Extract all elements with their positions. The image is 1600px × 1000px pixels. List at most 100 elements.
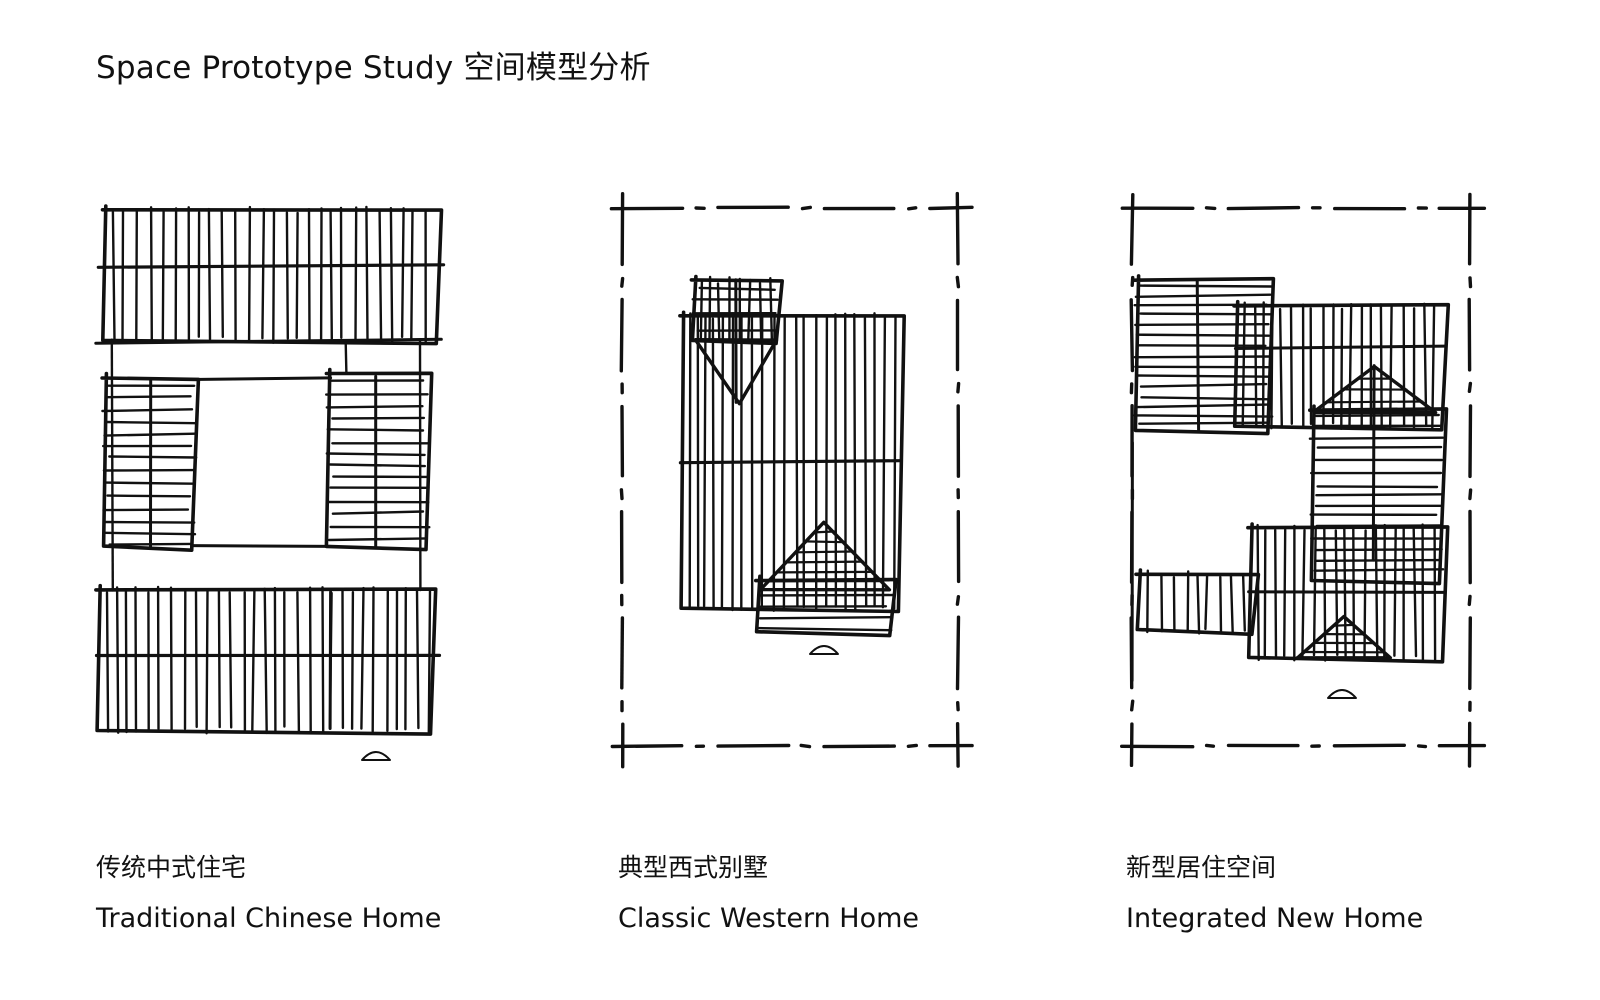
villa-plan-icon: [600, 180, 1020, 800]
roof-hatch: [698, 286, 776, 292]
sketch-stroke: [1247, 590, 1446, 594]
roof-hatch: [1146, 569, 1149, 634]
roof-hatch: [124, 589, 128, 734]
site-boundary-dash: [955, 615, 961, 691]
sketch-stroke: [1195, 278, 1201, 433]
roof-outline: [754, 574, 898, 638]
roof-hatch: [207, 207, 212, 341]
sketch-stroke: [189, 376, 333, 381]
roof-hatch: [1379, 303, 1383, 429]
site-boundary-dash: [1130, 275, 1135, 288]
roof-hatch: [1323, 527, 1327, 662]
roof-hatch: [134, 586, 138, 733]
caption-en: Traditional Chinese Home: [96, 903, 442, 934]
roof-hatch: [1315, 493, 1444, 497]
entrance-marker: [809, 645, 839, 655]
roof-hatch: [105, 395, 192, 399]
roof-hatch: [1314, 413, 1440, 418]
roof-hatch: [194, 590, 198, 729]
roof-hatch: [273, 586, 277, 734]
roof-hatch: [1204, 574, 1209, 631]
courtyard-house-plan-sketch: [94, 204, 446, 761]
sketch-stroke: [1233, 344, 1447, 350]
roof-hatch: [702, 313, 707, 608]
roof-hatch: [354, 206, 358, 342]
entrance-marker: [361, 751, 391, 761]
roof-hatch: [1289, 305, 1294, 426]
gable-hatch: [803, 540, 846, 544]
roof-hatch: [327, 537, 429, 542]
site-boundary-dash: [619, 297, 624, 373]
site-boundary-dash: [620, 276, 625, 288]
roof-outline: [100, 204, 444, 346]
roof-hatch: [1263, 529, 1267, 659]
roof-hatch: [1135, 374, 1272, 378]
roof-hatch: [1316, 485, 1439, 489]
site-boundary-dash: [955, 722, 960, 768]
site-boundary-dash: [799, 743, 812, 749]
roof-hatch: [1241, 573, 1247, 632]
gable-hatch: [784, 560, 865, 564]
roof-outline: [1132, 274, 1276, 436]
gable-hatch: [775, 570, 875, 574]
roof-hatch: [1196, 574, 1201, 635]
roof-hatch: [1229, 573, 1234, 635]
roof-hatch: [329, 210, 334, 340]
roof-hatch: [1219, 575, 1223, 634]
site-boundary-dash: [1467, 381, 1473, 394]
site-boundary-dash: [1468, 404, 1473, 479]
roof-outline: [100, 371, 201, 553]
roof-hatch: [389, 207, 394, 345]
roof-hatch: [1139, 312, 1273, 316]
caption-cn: 传统中式住宅: [96, 853, 247, 882]
sketch-stroke: [328, 590, 333, 730]
site-boundary-dash: [1129, 298, 1135, 373]
roof-hatch: [285, 211, 290, 340]
roof-hatch: [400, 207, 405, 339]
page-title: Space Prototype Study 空间模型分析: [96, 50, 651, 86]
roof-hatch: [756, 626, 893, 632]
roof-hatch: [217, 588, 221, 729]
roof-hatch: [115, 586, 120, 734]
roof-hatch: [1316, 445, 1443, 449]
site-boundary-dash: [1467, 594, 1472, 607]
site-boundary-dash: [907, 206, 918, 211]
sketch-stroke: [94, 337, 443, 345]
gable-outline: [757, 520, 892, 593]
roof-outline: [1246, 522, 1450, 664]
roof-hatch: [331, 416, 426, 420]
roof-hatch: [106, 494, 192, 498]
roof-hatch: [893, 315, 897, 610]
roof-outline: [1134, 568, 1261, 637]
courtyard-house-plan-icon: [90, 180, 510, 800]
roof-hatch: [295, 211, 299, 340]
roof-hatch: [415, 589, 420, 730]
gable-outline: [1295, 614, 1392, 660]
roof-hatch: [708, 275, 712, 340]
roof-hatch: [371, 586, 375, 733]
roof-hatch: [1172, 576, 1176, 632]
roof-hatch: [161, 210, 165, 344]
roof-hatch: [1241, 301, 1246, 428]
site-boundary-dash: [620, 616, 625, 690]
roof-hatch: [1137, 344, 1267, 348]
roof-hatch: [205, 589, 209, 735]
site-boundary-dash: [906, 743, 918, 748]
roof-hatch: [220, 209, 225, 339]
roof-hatch: [1253, 305, 1258, 427]
roof-hatch: [365, 205, 369, 340]
caption-integrated: 新型居住空间 Integrated New Home: [1126, 852, 1423, 936]
roof-hatch: [1138, 421, 1268, 425]
roof-hatch: [1160, 573, 1164, 633]
site-boundary-dash: [955, 191, 960, 266]
gable-hatch: [1333, 623, 1355, 627]
roof-hatch: [1389, 304, 1393, 428]
site-boundary-dash: [1226, 205, 1301, 211]
roof-hatch: [1348, 302, 1353, 427]
roof-hatch: [688, 312, 692, 608]
gable-hatch: [795, 550, 855, 554]
roof-hatch: [758, 616, 894, 620]
roof-hatch: [331, 510, 425, 515]
site-boundary-dash: [1468, 616, 1472, 691]
roof-hatch: [108, 455, 198, 459]
